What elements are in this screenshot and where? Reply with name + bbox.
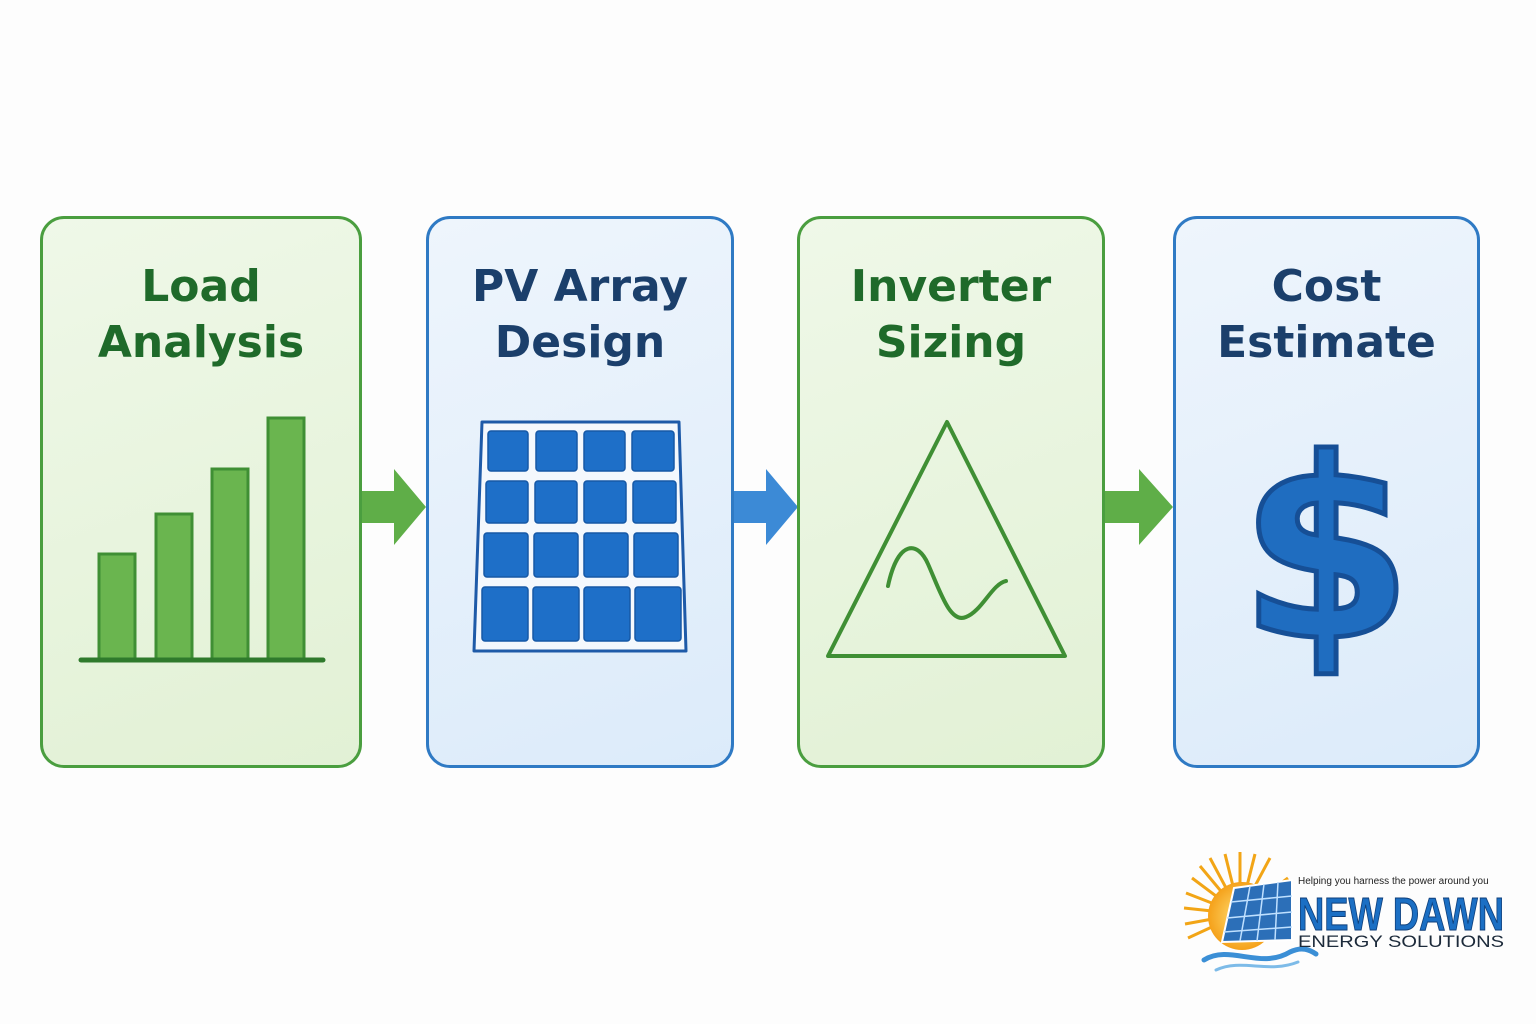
logo-subtitle: ENERGY SOLUTIONS bbox=[1298, 932, 1504, 951]
logo-tagline: Helping you harness the power around you bbox=[1298, 876, 1489, 887]
step-title: Inverter Sizing bbox=[850, 261, 1052, 368]
step-title: Cost Estimate bbox=[1217, 261, 1436, 368]
step-title: PV Array Design bbox=[471, 261, 689, 368]
svg-text:$: $ bbox=[1239, 405, 1413, 696]
step-card-inverter-sizing: Inverter Sizing bbox=[797, 216, 1105, 768]
step-title: Load Analysis bbox=[97, 261, 305, 368]
step-card-pv-array-design: PV Array Design bbox=[426, 216, 734, 768]
logo-name: NEW DAWN bbox=[1298, 888, 1504, 940]
sun-solar-panel-logo: Helping you harness the power around you… bbox=[1183, 852, 1505, 972]
arrow-right-icon bbox=[734, 469, 798, 545]
step-card-load-analysis: Load Analysis bbox=[40, 216, 362, 768]
triangle-sine-wave-icon bbox=[826, 420, 1067, 658]
solar-panel-icon bbox=[472, 420, 688, 653]
step-card-cost-estimate: Cost Estimate $ bbox=[1173, 216, 1480, 768]
bar-chart-icon bbox=[78, 416, 326, 663]
arrow-right-icon bbox=[1105, 469, 1173, 545]
dollar-sign-icon: $ bbox=[1237, 403, 1416, 699]
arrow-right-icon bbox=[362, 469, 426, 545]
company-logo: Helping you harness the power around you… bbox=[1180, 846, 1516, 980]
